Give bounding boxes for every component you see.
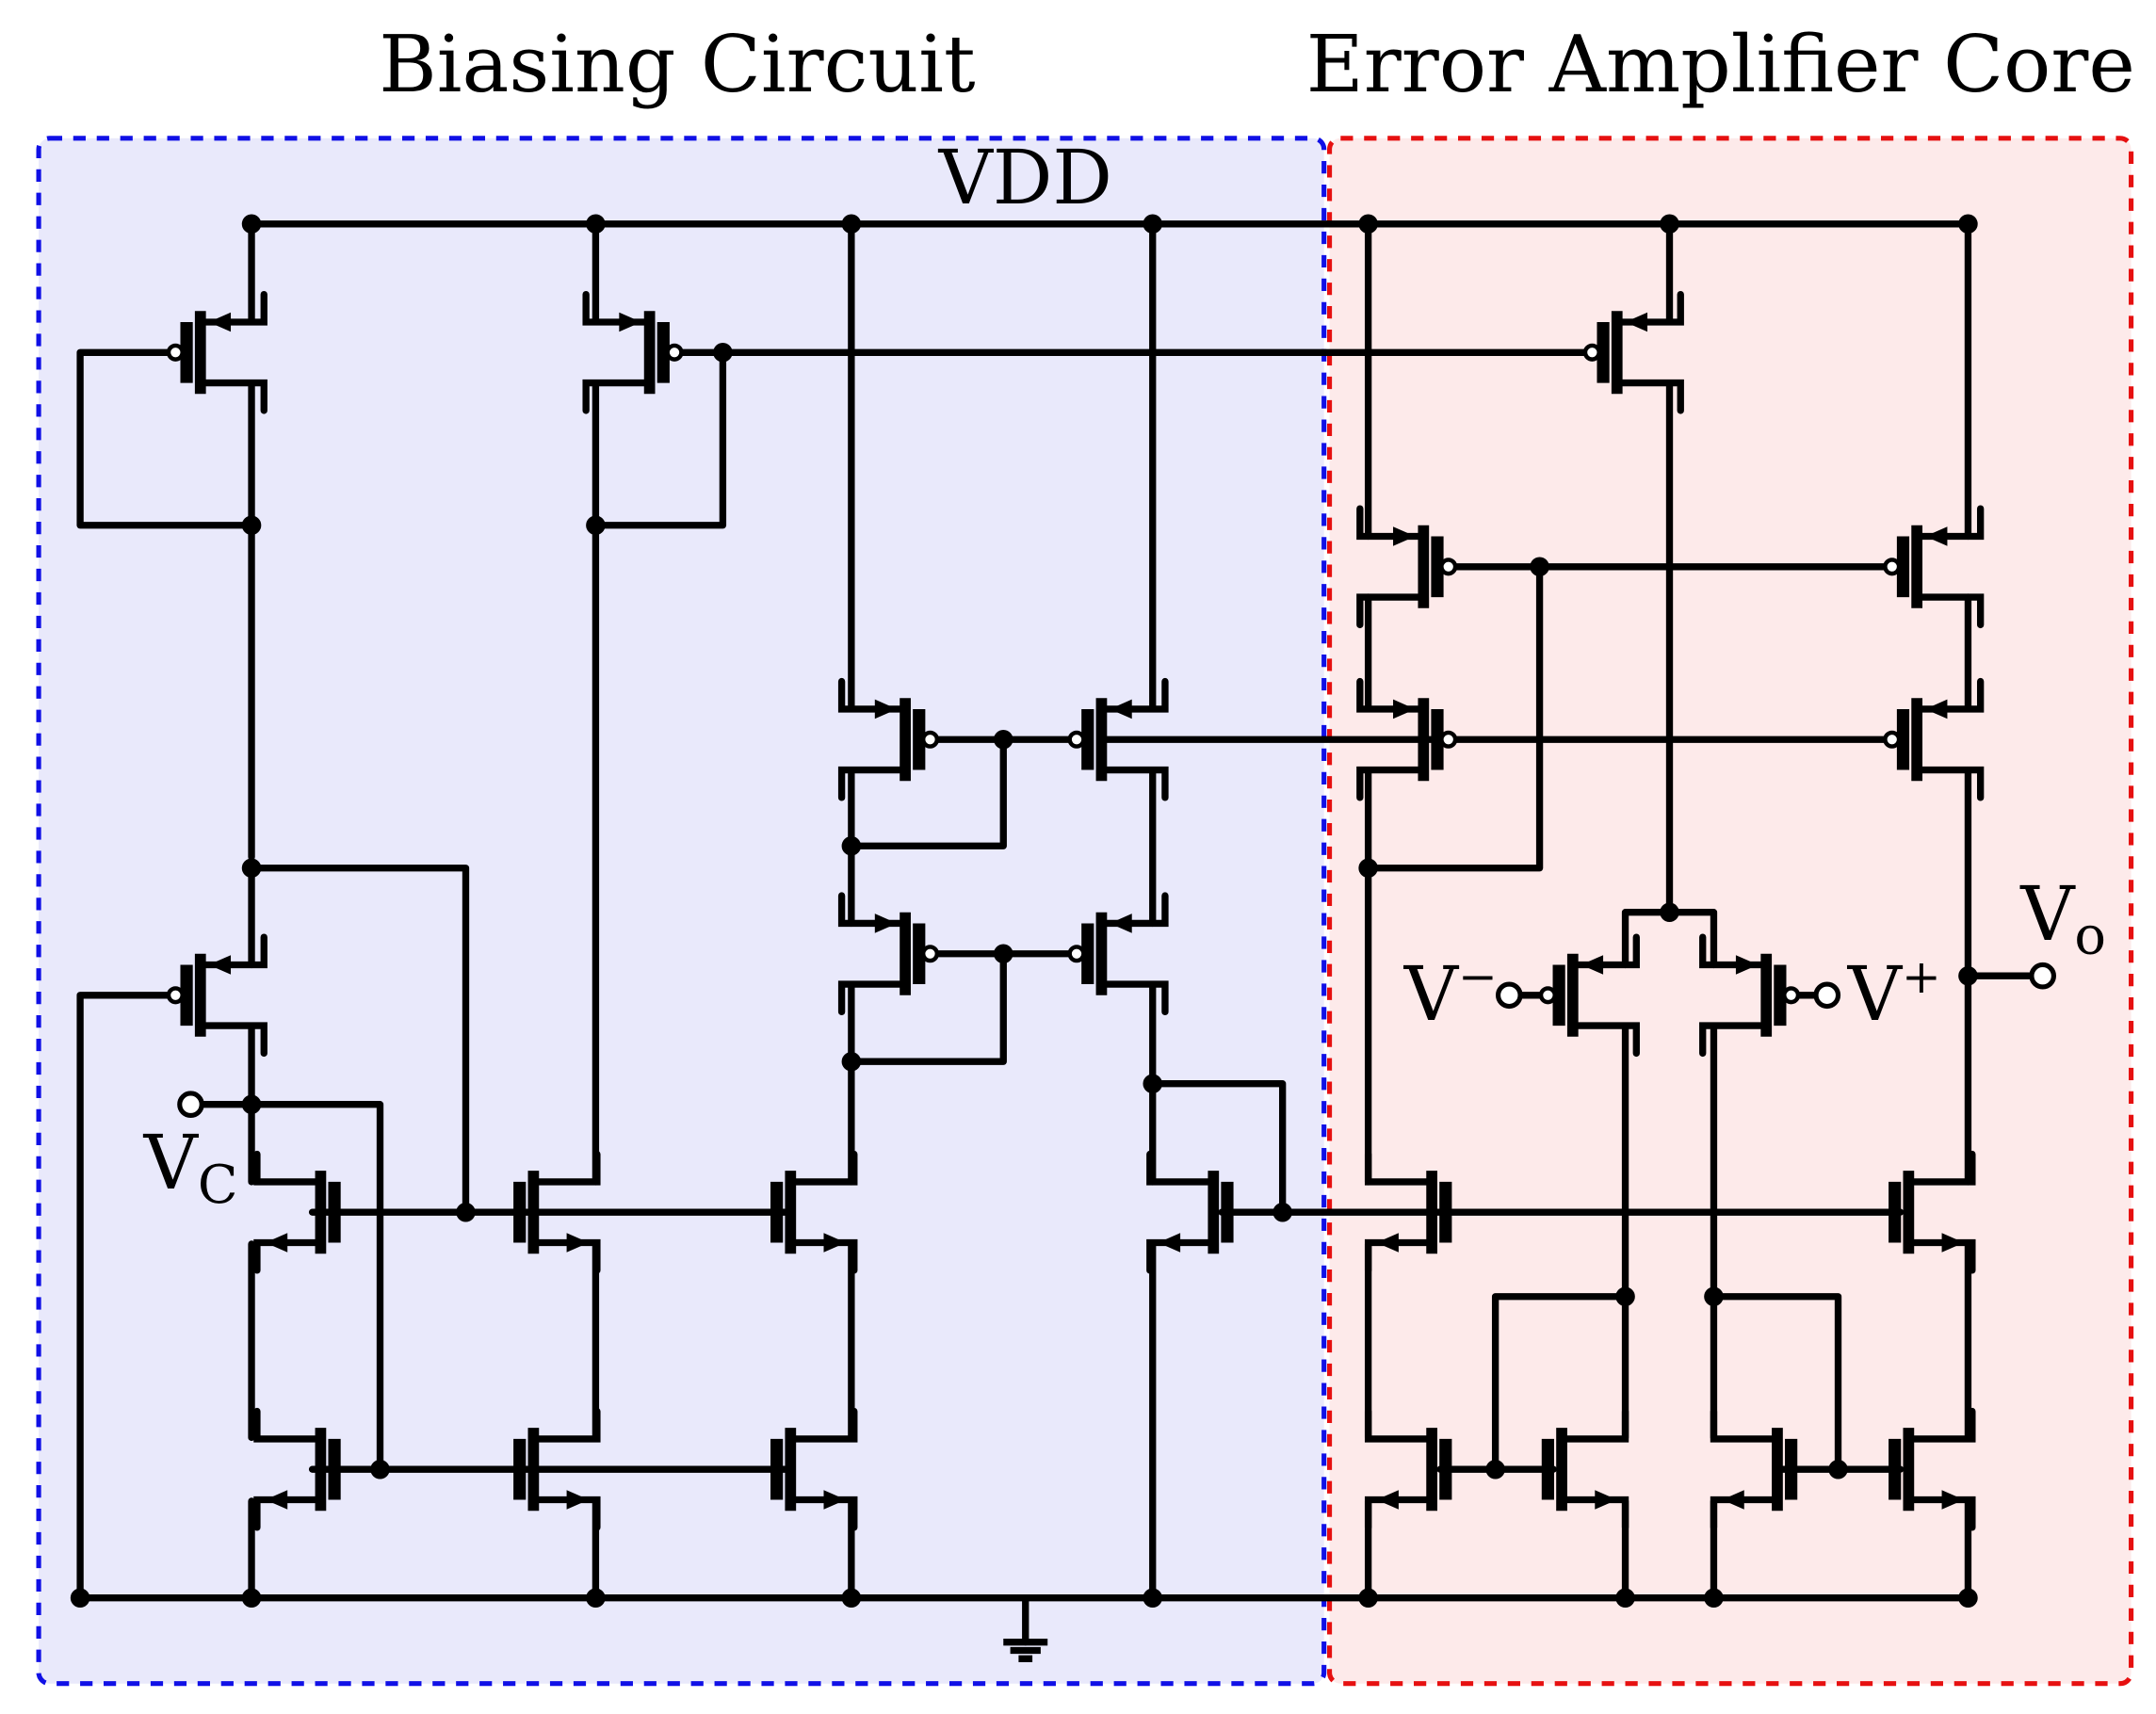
nmos-transistor [1889, 1150, 1976, 1274]
vc-label-main: V [143, 1119, 200, 1206]
pmos-transistor [1067, 677, 1169, 801]
nmos-transistor [513, 1150, 601, 1274]
pmos-transistor [1356, 505, 1458, 629]
junction-dot [993, 729, 1013, 750]
junction-dot [1704, 1588, 1724, 1608]
wire [848, 950, 1007, 1065]
pmos-transistor [837, 677, 940, 801]
nmos-transistor [1889, 1407, 1976, 1531]
nmos-transistor [1541, 1407, 1629, 1531]
wire [76, 992, 181, 1602]
junction-dot [1143, 1074, 1163, 1093]
v-minus-label: V− [1403, 949, 1498, 1038]
nmos-transistor [1364, 1150, 1452, 1274]
junction-dot [370, 1459, 390, 1480]
biasing-circuit-title: Biasing Circuit [379, 18, 975, 110]
ground-symbol [1003, 1639, 1048, 1662]
pmos-transistor [1883, 677, 1985, 801]
junction-dot [586, 515, 606, 536]
nmos-transistor [1710, 1407, 1798, 1531]
error-amplifier-title: Error Amplifier Core [1306, 18, 2135, 110]
vo-label-sub: o [2074, 906, 2106, 967]
junction-dot [241, 214, 262, 234]
junctions [70, 214, 1978, 1608]
pmos-transistor [837, 892, 940, 1016]
transistors [166, 290, 1985, 1531]
wire [1710, 1293, 1842, 1473]
vc-label-sub: C [198, 1155, 238, 1216]
nmos-transistor [253, 1407, 341, 1531]
junction-dot [1358, 1588, 1378, 1608]
junction-dot [993, 944, 1013, 964]
junction-dot [841, 835, 862, 856]
junction-dot [456, 1202, 476, 1222]
junction-dot [586, 1588, 606, 1608]
junction-dot [1704, 1286, 1724, 1307]
nmos-transistor [770, 1407, 858, 1531]
pmos-transistor [582, 290, 684, 414]
pmos-transistor [166, 290, 267, 414]
junction-dot [1485, 1459, 1505, 1480]
pmos-transistor [1883, 505, 1985, 629]
junction-dot [1615, 1588, 1635, 1608]
wire [1491, 1293, 1629, 1473]
junction-dot [1828, 1459, 1848, 1480]
v-minus-label-main: V [1403, 950, 1460, 1038]
junction-dot [1660, 902, 1679, 922]
junction-dot [241, 858, 262, 879]
nmos-transistor [1146, 1150, 1234, 1274]
junction-dot [241, 1094, 262, 1114]
junction-dot [1958, 1588, 1978, 1608]
junction-dot [1530, 557, 1549, 577]
junction-dot [841, 1588, 862, 1608]
junction-dot [1615, 1286, 1635, 1307]
junction-dot [841, 214, 862, 234]
wire [848, 736, 1007, 849]
junction-dot [1358, 858, 1378, 879]
junction-dot [586, 214, 606, 234]
biasing-circuit-region [36, 136, 1327, 1687]
junction-dot [1358, 214, 1378, 234]
pmos-transistor [1356, 677, 1458, 801]
junction-dot [1660, 214, 1679, 234]
junction-dot [1273, 1202, 1292, 1222]
pmos-transistor [166, 933, 267, 1058]
circuit-wires [76, 220, 2047, 1646]
junction-dot [1143, 214, 1163, 234]
nmos-transistor [1364, 1407, 1452, 1531]
junction-dot [241, 515, 262, 536]
junction-dot [1143, 1588, 1163, 1608]
junction-dot [241, 1588, 262, 1608]
pmos-transistor [1538, 933, 1640, 1058]
vo-label-main: V [2019, 870, 2076, 958]
junction-dot [1958, 214, 1978, 234]
wire [248, 865, 470, 1216]
junction-dot [1958, 965, 1978, 986]
v-plus-label-main: V [1847, 950, 1904, 1038]
v-plus-label: V+ [1847, 949, 1941, 1038]
vdd-label: VDD [938, 134, 1112, 221]
nmos-transistor [513, 1407, 601, 1531]
vc-label: VC [143, 1119, 238, 1216]
wire [1149, 1080, 1287, 1216]
v-plus-label-sup: + [1902, 949, 1941, 1004]
v-minus-terminal[interactable] [1495, 981, 1523, 1010]
nmos-transistor [253, 1150, 341, 1274]
vo-label: Vo [2019, 870, 2106, 967]
nmos-transistor [770, 1150, 858, 1274]
wire [592, 348, 727, 529]
junction-dot [713, 343, 733, 363]
pmos-transistor [1582, 290, 1684, 414]
pmos-transistor [1699, 933, 1801, 1058]
junction-dot [841, 1051, 862, 1072]
junction-dot [70, 1588, 90, 1608]
v-plus-terminal[interactable] [1813, 981, 1841, 1010]
wire [1364, 563, 1544, 872]
wire [76, 348, 255, 529]
pmos-transistor [1067, 892, 1169, 1016]
vo-terminal[interactable] [2029, 962, 2056, 990]
v-minus-label-sup: − [1458, 949, 1498, 1004]
vc-terminal[interactable] [177, 1091, 204, 1119]
